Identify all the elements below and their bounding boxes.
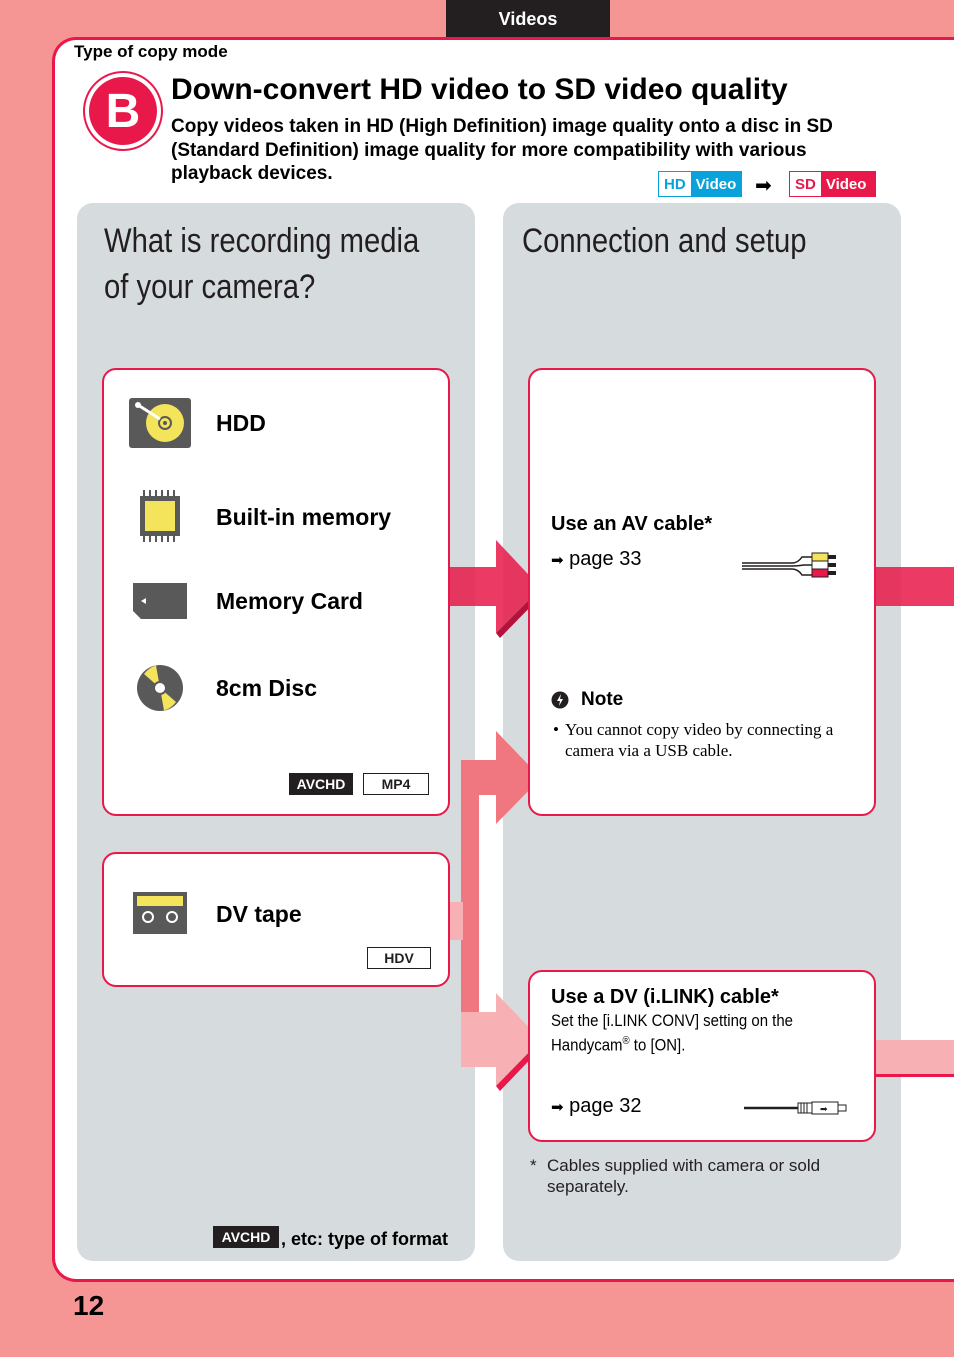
format-tag-mp4: MP4: [363, 773, 429, 795]
instruction-line: Handycam® to [ON].: [551, 1031, 850, 1056]
registered-mark: ®: [622, 1035, 630, 1047]
heading-line: of your camera?: [104, 268, 316, 306]
tape-connector: [449, 902, 463, 940]
dv-cable-title: Use a DV (i.LINK) cable*: [551, 986, 779, 1008]
media-label-builtin: Built-in memory: [216, 504, 392, 530]
format-tag-avchd: AVCHD: [289, 773, 353, 795]
av-cable-title: Use an AV cable*: [551, 513, 713, 535]
page-ref-text: page 33: [569, 548, 642, 570]
hd-video-chip: HD Video: [658, 171, 742, 197]
legend-format-tag: AVCHD: [213, 1226, 279, 1248]
legend-text: , etc: type of format: [281, 1229, 449, 1249]
dv-exit-bar: [876, 1040, 954, 1077]
chip-label: Video: [820, 172, 875, 196]
av-cable-card: [528, 368, 876, 816]
copy-mode-label: Type of copy mode: [74, 42, 228, 61]
tape-icon: [133, 892, 187, 934]
dv-cable-instructions: Set the [i.LINK CONV] setting on the Han…: [551, 1011, 850, 1056]
av-page-link[interactable]: ➡ page 33: [551, 548, 641, 571]
arrow-media-to-av: [449, 540, 541, 633]
media-label-dv-tape: DV tape: [216, 901, 302, 927]
note-text: • You cannot copy video by connecting a …: [553, 719, 859, 761]
dv-page-link[interactable]: ➡ page 32: [551, 1095, 641, 1118]
connection-heading: Connection and setup: [522, 222, 807, 260]
memory-chip-icon: [140, 490, 180, 542]
format-tag-hdv: HDV: [367, 947, 431, 969]
arrow-right-icon: ➡: [551, 552, 564, 569]
note-bullet: You cannot copy video by connecting a ca…: [565, 720, 834, 760]
svg-text:➡: ➡: [820, 1105, 828, 1115]
media-label-hdd: HDD: [216, 410, 266, 436]
instruction-line: Set the [i.LINK CONV] setting on the: [551, 1011, 793, 1030]
dv-cable-icon: ➡: [744, 1101, 847, 1115]
chip-prefix: SD: [790, 172, 821, 196]
page-number: 12: [73, 1290, 105, 1321]
mode-badge: B: [85, 73, 161, 149]
arrow-right-icon: ➡: [755, 175, 772, 197]
note-icon: [551, 691, 569, 709]
memory-card-icon: [133, 583, 187, 619]
instruction-part: to [ON].: [629, 1035, 686, 1055]
av-exit-bar: [876, 567, 954, 606]
media-label-disc: 8cm Disc: [216, 675, 318, 701]
av-cable-icon: [742, 552, 836, 578]
sd-video-chip: SD Video: [789, 171, 876, 197]
media-label-memory-card: Memory Card: [216, 588, 363, 614]
hdd-icon: [129, 398, 191, 448]
section-tab-videos: Videos: [446, 0, 610, 38]
mode-description: Copy videos taken in HD (High Definition…: [171, 116, 833, 184]
arrow-right-icon: ➡: [551, 1099, 564, 1116]
instruction-part: Handycam: [551, 1035, 623, 1055]
chip-prefix: HD: [659, 172, 691, 196]
disc-icon: [137, 665, 183, 711]
note-title: Note: [581, 689, 624, 710]
cable-footnote: * Cables supplied with camera or sold se…: [530, 1155, 870, 1197]
footnote-mark: *: [530, 1156, 537, 1175]
arrow-tape-to-dv: [461, 993, 541, 1086]
recording-media-heading: What is recording media of your camera?: [104, 218, 419, 310]
heading-line: What is recording media: [104, 222, 420, 260]
arrow-media-to-note: [461, 731, 541, 1012]
footnote-text: Cables supplied with camera or sold sepa…: [547, 1156, 821, 1196]
page-title: Down-convert HD video to SD video qualit…: [171, 73, 788, 106]
page-ref-text: page 32: [569, 1095, 642, 1117]
chip-label: Video: [690, 172, 741, 196]
